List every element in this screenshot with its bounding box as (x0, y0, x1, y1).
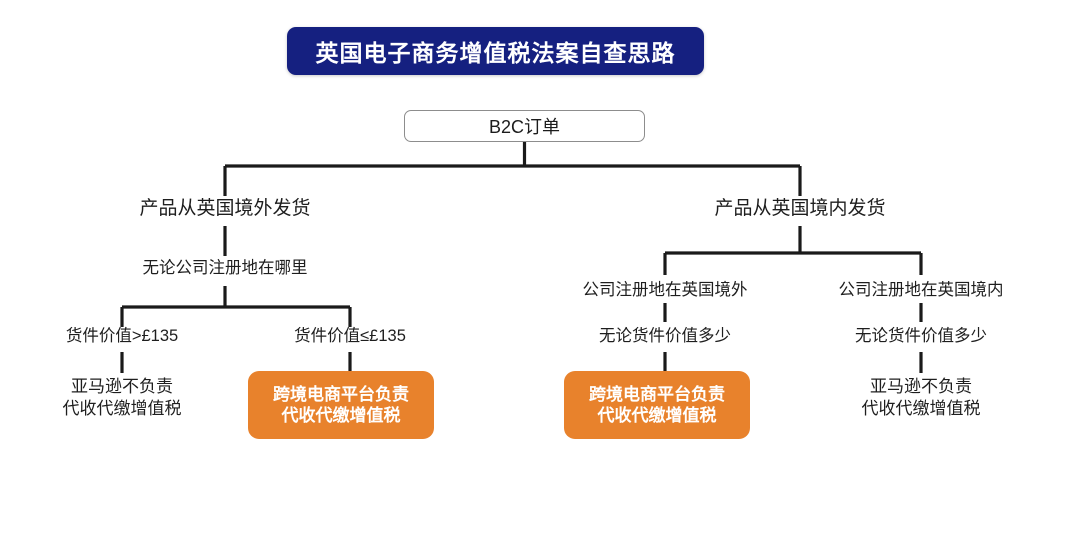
condition-any-value-overseas: 无论货件价值多少 (565, 327, 765, 346)
page-title-banner: 英国电子商务增值税法案自查思路 (287, 27, 704, 75)
outcome-platform-responsible-left-line1: 跨境电商平台负责 (273, 384, 409, 404)
outcome-amazon-not-responsible-left-line1: 亚马逊不负责 (71, 377, 173, 396)
outcome-amazon-not-responsible-left: 亚马逊不负责 代收代缴增值税 (22, 376, 222, 420)
outcome-platform-responsible-right-line2: 代收代缴增值税 (597, 406, 717, 425)
outcome-platform-responsible-left-line2: 代收代缴增值税 (281, 406, 401, 425)
node-company-registered-overseas: 公司注册地在英国境外 (545, 281, 785, 300)
outcome-amazon-not-responsible-right-line2: 代收代缴增值税 (861, 398, 981, 418)
outcome-platform-responsible-right: 跨境电商平台负责 代收代缴增值税 (564, 371, 750, 439)
condition-value-over-135-label: 货件价值>£135 (65, 327, 179, 345)
node-company-registered-overseas-label: 公司注册地在英国境外 (582, 281, 748, 299)
node-overseas-company-registration: 无论公司注册地在哪里 (100, 259, 350, 278)
condition-any-value-overseas-label: 无论货件价值多少 (599, 327, 731, 345)
outcome-platform-responsible-right-line1: 跨境电商平台负责 (589, 384, 725, 404)
condition-value-under-135: 货件价值≤£135 (250, 327, 450, 346)
node-company-registered-domestic: 公司注册地在英国境内 (801, 281, 1041, 300)
node-company-registered-domestic-label: 公司注册地在英国境内 (838, 281, 1004, 299)
page-title: 英国电子商务增值税法案自查思路 (315, 40, 676, 66)
root-node-b2c-order: B2C订单 (404, 110, 645, 142)
condition-any-value-domestic: 无论货件价值多少 (821, 327, 1021, 346)
node-overseas-dispatch: 产品从英国境外发货 (105, 198, 345, 220)
condition-value-over-135: 货件价值>£135 (22, 327, 222, 346)
outcome-amazon-not-responsible-right-line1: 亚马逊不负责 (870, 377, 972, 396)
node-domestic-dispatch: 产品从英国境内发货 (680, 198, 920, 220)
root-node-label: B2C订单 (488, 117, 560, 137)
condition-value-under-135-label: 货件价值≤£135 (294, 327, 406, 345)
node-domestic-dispatch-label: 产品从英国境内发货 (714, 198, 886, 219)
node-overseas-dispatch-label: 产品从英国境外发货 (139, 198, 311, 219)
node-overseas-company-registration-label: 无论公司注册地在哪里 (142, 259, 308, 277)
outcome-platform-responsible-left: 跨境电商平台负责 代收代缴增值税 (248, 371, 434, 439)
outcome-amazon-not-responsible-right: 亚马逊不负责 代收代缴增值税 (821, 376, 1021, 420)
condition-any-value-domestic-label: 无论货件价值多少 (855, 327, 987, 345)
outcome-amazon-not-responsible-left-line2: 代收代缴增值税 (62, 398, 182, 418)
